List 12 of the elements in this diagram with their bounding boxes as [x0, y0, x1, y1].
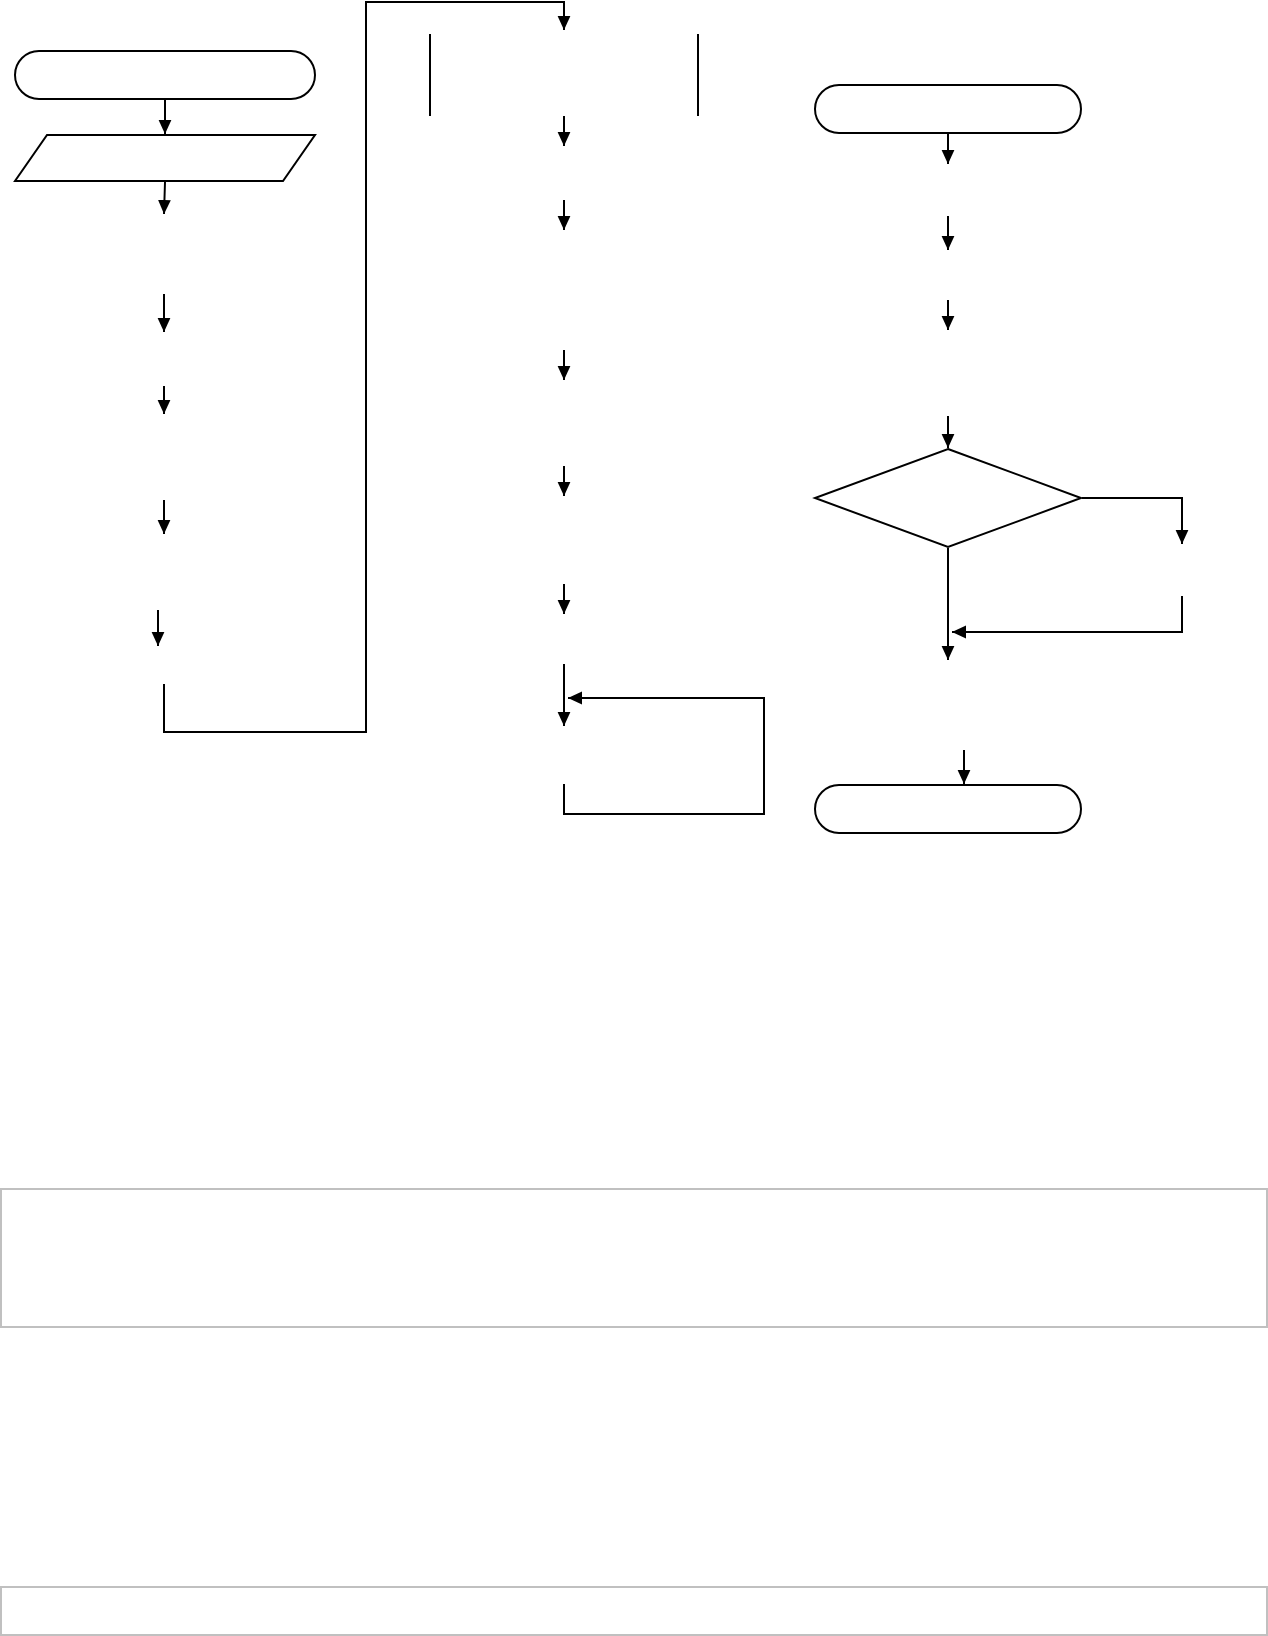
arrow: [941, 133, 955, 165]
terminal-shape: [14, 50, 316, 100]
arrow: [941, 547, 955, 661]
decision-diamond: [814, 448, 1082, 548]
terminal-shape: [814, 784, 1082, 834]
arrow: [941, 415, 955, 449]
input-output-shape: [14, 134, 316, 182]
arrow: [158, 99, 172, 135]
terminal-shape: [814, 84, 1082, 134]
arrow: [957, 749, 971, 785]
arrow: [158, 181, 171, 215]
arrow: [1081, 497, 1189, 545]
